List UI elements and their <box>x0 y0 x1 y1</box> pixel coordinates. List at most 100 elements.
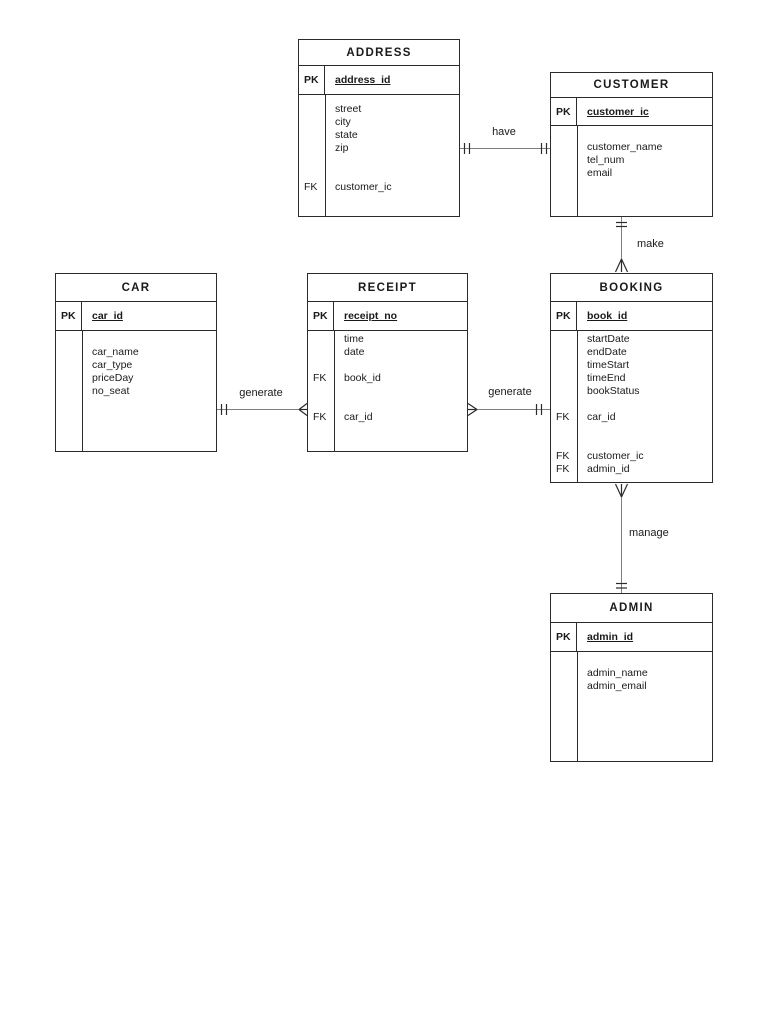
relationship-have-connector <box>460 143 550 154</box>
attribute-name: date <box>344 346 365 358</box>
entity-title: RECEIPT <box>308 274 467 302</box>
attribute-name: book_id <box>344 372 381 384</box>
attribute-name: car_id <box>587 411 616 423</box>
one-and-only-one-ticks <box>616 582 627 589</box>
attribute-body: time date FK book_id FK car_id <box>308 331 467 451</box>
attribute-name: zip <box>335 142 349 154</box>
crow-foot-many-marker <box>467 403 478 416</box>
attribute-name: car_name <box>92 346 139 358</box>
pk-label: PK <box>551 302 577 330</box>
attribute-name: customer_ic <box>335 181 392 193</box>
attribute-name: endDate <box>587 346 627 358</box>
attribute-name: timeStart <box>587 359 630 371</box>
attribute-row: FK car_id <box>551 411 712 424</box>
entity-receipt: RECEIPT PK receipt_no time date FK book_i… <box>307 273 468 452</box>
attribute-row: city <box>299 116 459 129</box>
pk-attribute: car_id <box>92 310 123 322</box>
entity-title: CUSTOMER <box>551 73 712 98</box>
pk-label: PK <box>56 302 82 330</box>
attribute-name: email <box>587 167 613 179</box>
attribute-name: tel_num <box>587 154 625 166</box>
attribute-body: customer_name tel_num email <box>551 126 712 216</box>
relationship-label-have: have <box>492 126 516 138</box>
entity-car: CAR PK car_id car_name car_type priceDay… <box>55 273 217 452</box>
attribute-name: customer_ic <box>587 450 644 462</box>
fk-label: FK <box>556 463 570 475</box>
attribute-row: date <box>308 346 467 359</box>
attribute-row: startDate <box>551 333 712 346</box>
attribute-row: street <box>299 103 459 116</box>
attribute-name: startDate <box>587 333 630 345</box>
attribute-row: bookStatus <box>551 385 712 398</box>
attribute-body: startDate endDate timeStart timeEnd book… <box>551 331 712 482</box>
one-and-only-one-ticks <box>616 221 627 228</box>
attribute-name: car_type <box>92 359 133 371</box>
fk-label: FK <box>304 181 318 193</box>
pk-label: PK <box>299 66 325 94</box>
relationship-generate-car-receipt-connector <box>217 403 308 416</box>
fk-label: FK <box>313 372 327 384</box>
attribute-row: FK car_id <box>308 411 467 424</box>
relationship-manage-connector <box>614 483 629 593</box>
attribute-row: car_type <box>56 359 216 372</box>
attribute-name: bookStatus <box>587 385 640 397</box>
relationship-label-generate-car-receipt: generate <box>239 387 283 399</box>
attribute-name: priceDay <box>92 372 134 384</box>
attribute-name: admin_name <box>587 667 648 679</box>
attribute-row: endDate <box>551 346 712 359</box>
attribute-row <box>56 333 216 346</box>
pk-label: PK <box>551 98 577 125</box>
attribute-row: no_seat <box>56 385 216 398</box>
entity-address: ADDRESS PK address_id street city state … <box>298 39 460 217</box>
attribute-row: FK customer_ic <box>299 181 459 194</box>
crow-foot-many-marker <box>614 483 629 498</box>
crow-foot-many-marker <box>614 258 629 273</box>
attribute-row: email <box>551 167 712 180</box>
attribute-body: car_name car_type priceDay no_seat <box>56 331 216 451</box>
entity-title: ADDRESS <box>299 40 459 66</box>
attribute-row: car_name <box>56 346 216 359</box>
attribute-row <box>308 385 467 398</box>
attribute-name: car_id <box>344 411 373 423</box>
relationship-label-make: make <box>637 238 664 250</box>
pk-row: PK receipt_no <box>308 302 467 331</box>
relationship-label-manage: manage <box>629 527 669 539</box>
entity-customer: CUSTOMER PK customer_ic customer_name te… <box>550 72 713 217</box>
entity-title: CAR <box>56 274 216 302</box>
pk-attribute: customer_ic <box>587 105 649 118</box>
attribute-row <box>551 398 712 411</box>
attribute-row: FK book_id <box>308 372 467 385</box>
relationship-label-generate-receipt-booking: generate <box>488 386 532 398</box>
attribute-row: state <box>299 129 459 142</box>
relationship-make-connector <box>614 217 629 273</box>
pk-row: PK book_id <box>551 302 712 331</box>
attribute-name: timeEnd <box>587 372 626 384</box>
pk-attribute: address_id <box>335 74 391 86</box>
attribute-body: admin_name admin_email <box>551 652 712 761</box>
one-and-only-one-ticks <box>463 143 548 154</box>
one-and-only-one-ticks <box>535 404 543 415</box>
pk-row: PK address_id <box>299 66 459 95</box>
attribute-row: FK admin_id <box>551 463 712 476</box>
attribute-row: timeStart <box>551 359 712 372</box>
pk-label: PK <box>551 623 577 651</box>
fk-label: FK <box>313 411 327 423</box>
attribute-row: tel_num <box>551 154 712 167</box>
attribute-row <box>551 654 712 667</box>
attribute-row <box>308 359 467 372</box>
attribute-row: zip <box>299 142 459 155</box>
attribute-row: admin_name <box>551 667 712 680</box>
pk-attribute: book_id <box>587 310 628 322</box>
attribute-name: admin_id <box>587 463 630 475</box>
attribute-row <box>551 128 712 141</box>
fk-label: FK <box>556 411 570 423</box>
attribute-row <box>299 155 459 168</box>
attribute-name: no_seat <box>92 385 130 397</box>
attribute-name: time <box>344 333 364 345</box>
attribute-name: state <box>335 129 358 141</box>
entity-booking: BOOKING PK book_id startDate endDate tim… <box>550 273 713 483</box>
attribute-row: time <box>308 333 467 346</box>
pk-label: PK <box>308 302 334 330</box>
